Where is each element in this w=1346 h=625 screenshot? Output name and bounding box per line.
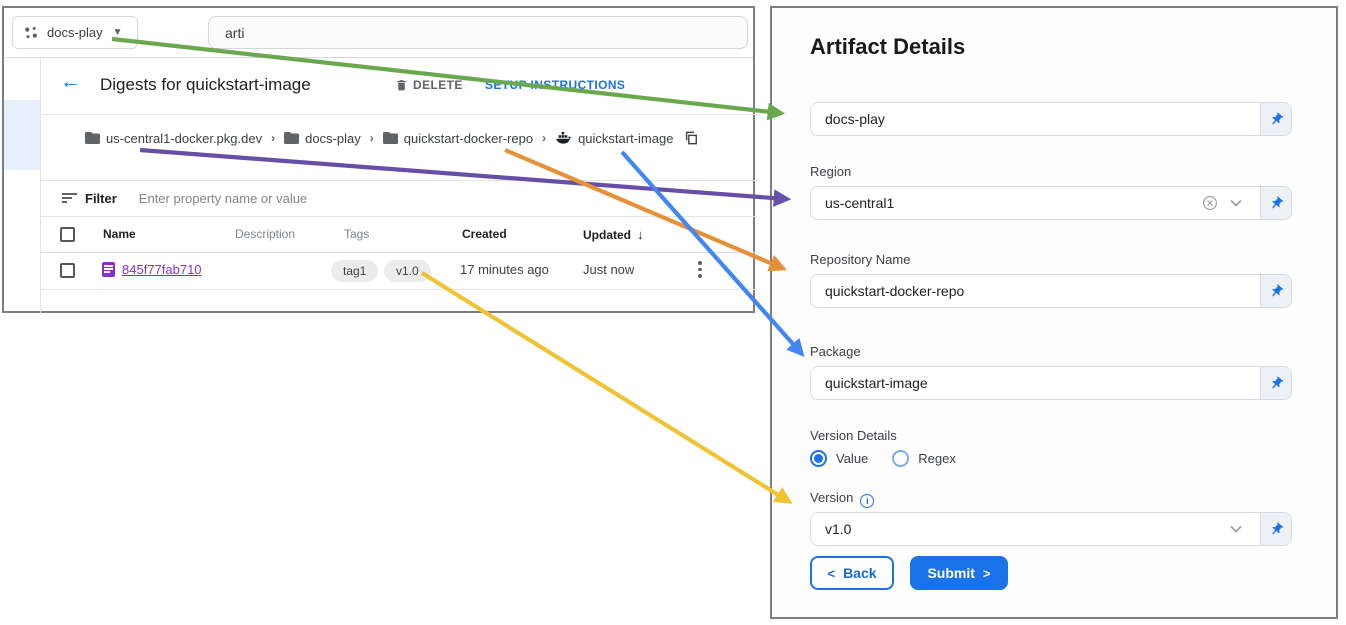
search-input-value: arti (225, 24, 245, 41)
pushpin-icon (1271, 112, 1283, 124)
repository-field[interactable]: quickstart-docker-repo (810, 274, 1292, 308)
chevron-down-icon: ▼ (112, 27, 123, 38)
package-field-value[interactable]: quickstart-image (825, 375, 928, 391)
package-field[interactable]: quickstart-image (810, 366, 1292, 400)
console-screenshot-panel: docs-play ▼ arti ← Digests for quickstar… (2, 6, 757, 313)
sidebar-divider (40, 57, 41, 313)
console-topbar: docs-play ▼ arti (4, 8, 753, 58)
pin-button[interactable] (1260, 367, 1291, 399)
docker-icon (556, 131, 572, 144)
breadcrumb-separator: › (542, 131, 547, 145)
column-header-description: Description (235, 227, 296, 241)
chevron-right-icon: > (982, 565, 991, 581)
project-field-value[interactable]: docs-play (825, 111, 885, 127)
version-details-radio-group: Value Regex (810, 450, 956, 467)
column-header-tags: Tags (344, 227, 370, 241)
radio-unselected-icon[interactable] (892, 450, 910, 467)
delete-button[interactable]: DELETE (395, 78, 463, 92)
tag-chip[interactable]: v1.0 (384, 260, 431, 282)
project-selector[interactable]: docs-play ▼ (12, 16, 138, 49)
chevron-left-icon: < (827, 565, 836, 581)
submit-button-label: Submit (927, 565, 975, 581)
version-field[interactable]: v1.0 (810, 512, 1292, 546)
radio-option-value[interactable]: Value (810, 450, 868, 467)
row-checkbox[interactable] (60, 263, 75, 278)
repository-field-value[interactable]: quickstart-docker-repo (825, 283, 965, 299)
breadcrumb-item-registry[interactable]: us-central1-docker.pkg.dev (85, 131, 262, 146)
package-label: Package (810, 344, 861, 359)
search-input[interactable]: arti (208, 16, 748, 49)
clear-icon[interactable] (1202, 195, 1218, 211)
column-header-name[interactable]: Name (103, 227, 136, 241)
breadcrumb-item-project[interactable]: docs-play (284, 131, 361, 146)
radio-selected-icon[interactable] (810, 450, 827, 467)
radio-option-regex[interactable]: Regex (892, 450, 956, 467)
project-selector-label: docs-play (47, 25, 103, 40)
pushpin-icon (1271, 196, 1283, 208)
chevron-down-icon[interactable] (1230, 525, 1242, 533)
setup-instructions-label: SETUP INSTRUCTIONS (485, 78, 626, 92)
radio-regex-label: Regex (918, 451, 956, 466)
delete-button-label: DELETE (413, 78, 463, 92)
version-details-label: Version Details (810, 428, 897, 443)
folder-icon (85, 132, 100, 144)
filter-label: Filter (85, 190, 117, 206)
divider (40, 252, 757, 253)
back-arrow-icon[interactable]: ← (60, 70, 81, 93)
tag-chip[interactable]: tag1 (331, 260, 379, 282)
column-header-updated[interactable]: Updated↓ (583, 227, 644, 242)
breadcrumb: us-central1-docker.pkg.dev › docs-play ›… (85, 127, 698, 149)
project-field[interactable]: docs-play (810, 102, 1292, 136)
column-header-created[interactable]: Created (462, 227, 507, 241)
divider (40, 289, 757, 290)
pin-button[interactable] (1260, 275, 1291, 307)
repository-label: Repository Name (810, 252, 911, 267)
table-header-row: Name Description Tags Created Updated↓ (4, 216, 757, 252)
info-icon[interactable]: i (860, 494, 875, 508)
sidebar-active-item[interactable] (4, 100, 40, 170)
digest-doc-icon (102, 262, 115, 277)
pushpin-icon (1271, 284, 1283, 296)
breadcrumb-separator: › (271, 131, 276, 145)
project-dots-icon (25, 26, 37, 38)
back-button[interactable]: < Back (810, 556, 894, 590)
table-row: 845f77fab710 tag1 v1.0 17 minutes ago Ju… (4, 252, 757, 289)
form-title: Artifact Details (810, 34, 966, 59)
setup-instructions-button[interactable]: SETUP INSTRUCTIONS (485, 78, 625, 92)
radio-value-label: Value (836, 451, 869, 466)
folder-icon (382, 132, 398, 144)
divider (40, 216, 757, 217)
pushpin-icon (1271, 522, 1283, 534)
region-field[interactable]: us-central1 (810, 186, 1292, 220)
chevron-down-icon[interactable] (1230, 199, 1242, 207)
region-label: Region (810, 164, 852, 179)
page-title: Digests for quickstart-image (100, 75, 311, 94)
created-cell: 17 minutes ago (460, 262, 549, 277)
submit-button[interactable]: Submit > (910, 556, 1008, 590)
updated-cell: Just now (583, 262, 635, 277)
breadcrumb-item-repository[interactable]: quickstart-docker-repo (382, 131, 533, 146)
back-button-label: Back (843, 565, 877, 581)
breadcrumb-separator: › (369, 131, 374, 145)
filter-bar[interactable]: Filter Enter property name or value (40, 180, 757, 216)
copy-icon[interactable] (684, 131, 698, 145)
trash-icon (397, 80, 406, 91)
region-field-value[interactable]: us-central1 (825, 195, 895, 211)
pin-button[interactable] (1260, 187, 1291, 219)
artifact-details-panel: Artifact Details docs-play Region us-cen… (770, 6, 1338, 619)
filter-icon (62, 192, 77, 204)
filter-placeholder: Enter property name or value (138, 190, 308, 206)
sort-desc-icon: ↓ (637, 227, 644, 242)
pin-button[interactable] (1260, 513, 1291, 545)
pushpin-icon (1271, 376, 1283, 388)
breadcrumb-item-package[interactable]: quickstart-image (555, 131, 673, 146)
select-all-checkbox[interactable] (60, 227, 75, 242)
page-header: ← Digests for quickstart-image DELETE SE… (40, 57, 757, 115)
version-field-value[interactable]: v1.0 (825, 521, 852, 537)
pin-button[interactable] (1260, 103, 1291, 135)
folder-icon (284, 132, 300, 144)
digest-link[interactable]: 845f77fab710 (122, 262, 202, 277)
row-overflow-menu-icon[interactable] (698, 261, 702, 281)
